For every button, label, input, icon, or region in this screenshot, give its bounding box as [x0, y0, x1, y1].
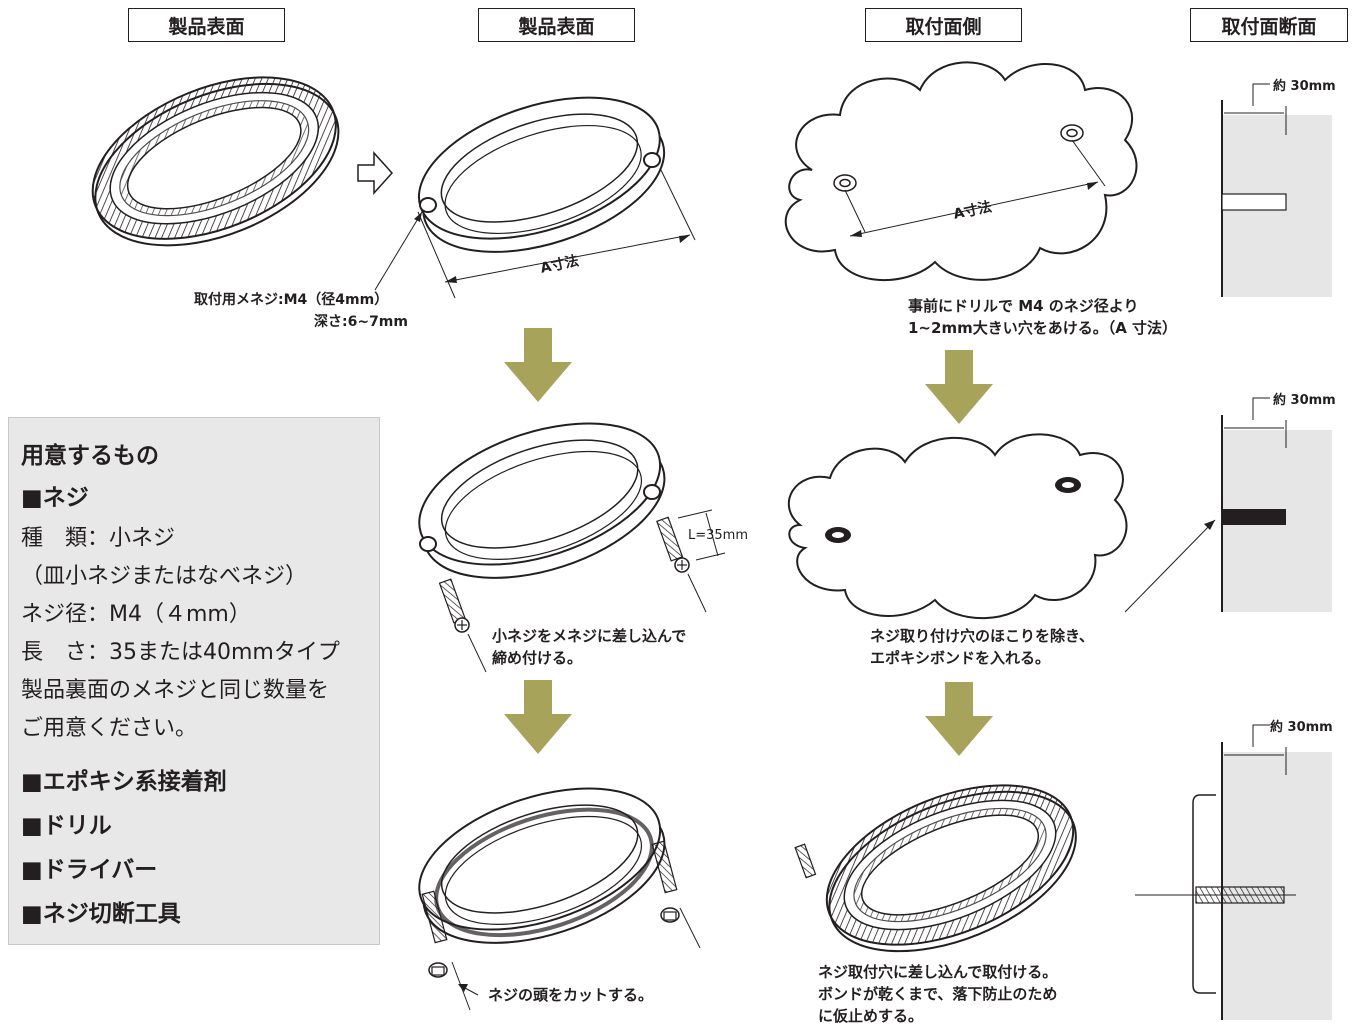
panel-screw-type-note: （皿小ネジまたはなべネジ） — [21, 564, 308, 589]
panel-title: 用意するもの — [21, 443, 159, 469]
panel-epoxy: ■エポキシ系接着剤 — [21, 769, 227, 795]
step-arrow-1 — [504, 328, 572, 402]
drill-hole-left — [833, 174, 857, 192]
wall-section-3 — [1135, 724, 1332, 1020]
panel-screw-length: 長 さ：35または40mmタイプ — [21, 640, 340, 665]
frame-attached — [825, 784, 1077, 953]
wall-section-1 — [1221, 83, 1332, 297]
drill-hole-right — [1060, 124, 1084, 142]
wall-cloud-1 — [784, 61, 1138, 282]
step-arrow-2 — [925, 350, 993, 424]
panel-screw-diameter: ネジ径：M4（４mm） — [21, 602, 251, 627]
frame-with-screws — [418, 422, 726, 673]
frame-cut-screws — [418, 787, 701, 1011]
caption-insert-1: 小ネジをメネジに差し込んで — [492, 627, 687, 645]
caption-bond-2: エポキシボンドを入れる。 — [870, 649, 1051, 667]
frame-front-view — [91, 76, 340, 247]
panel-screw-heading: ■ネジ — [21, 485, 89, 511]
wall-section-2 — [1221, 397, 1332, 612]
caption-attach-3: に仮止めする。 — [818, 1007, 924, 1025]
caption-attach-1: ネジ取付穴に差し込んで取付ける。 — [818, 963, 1058, 981]
panel-drill: ■ドリル — [21, 813, 112, 839]
step-arrow-4 — [925, 682, 993, 756]
frame-back-view — [374, 96, 696, 299]
panel-quantity-1: 製品裏面のメネジと同じ数量を — [21, 678, 330, 703]
depth-label-2: 約 30mm — [1273, 393, 1336, 408]
caption-drill-1: 事前にドリルで M4 のネジ径より — [908, 297, 1139, 315]
depth-label-1: 約 30mm — [1273, 79, 1336, 94]
caption-cut: ネジの頭をカットする。 — [488, 986, 654, 1004]
caption-insert-2: 締め付ける。 — [492, 649, 583, 667]
caption-mount-screw-2: 深さ:6~7mm — [314, 314, 408, 330]
next-arrow-icon — [357, 151, 394, 195]
header-product-face-1: 製品表面 — [128, 8, 285, 42]
caption-attach-2: ボンドが乾くまで、落下防止のため — [818, 985, 1058, 1003]
header-mount-side: 取付面側 — [865, 8, 1022, 42]
caption-drill-2: 1~2mm大きい穴をあける。（A 寸法） — [908, 319, 1178, 337]
panel-driver: ■ドライバー — [21, 857, 158, 883]
panel-cutter: ■ネジ切断工具 — [21, 901, 181, 927]
header-mount-section: 取付面断面 — [1190, 8, 1348, 42]
requirements-panel: 用意するもの ■ネジ 種 類：小ネジ （皿小ネジまたはなべネジ） ネジ径：M4（… — [8, 417, 380, 945]
header-product-face-2: 製品表面 — [478, 8, 635, 42]
screw-length-label: L=35mm — [688, 528, 749, 543]
panel-screw-type: 種 類：小ネジ — [21, 526, 176, 551]
panel-quantity-2: ご用意ください。 — [21, 716, 198, 741]
caption-mount-screw-1: 取付用メネジ:M4（径4mm） — [194, 292, 389, 308]
step-arrow-3 — [504, 680, 572, 754]
depth-label-3: 約 30mm — [1270, 720, 1333, 735]
wall-cloud-2 — [787, 433, 1128, 620]
caption-bond-1: ネジ取り付け穴のほこりを除き、 — [870, 627, 1094, 645]
